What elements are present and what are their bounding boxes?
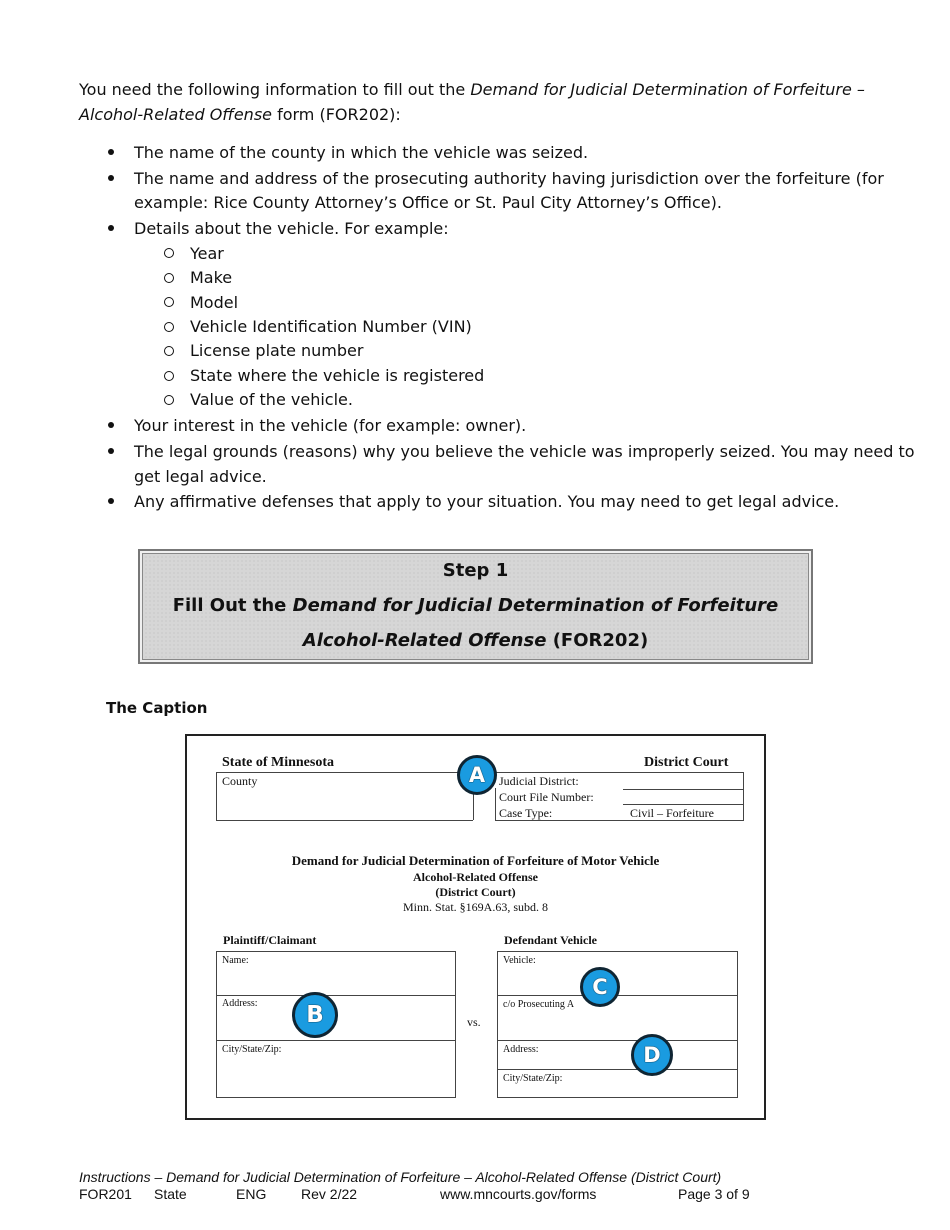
plaintiff-address-label: Address: — [222, 998, 258, 1009]
plaintiff-divider-2 — [216, 1040, 456, 1041]
circle-bullet-icon — [164, 322, 174, 332]
intro-form-title-cont: Alcohol-Related Offense — [79, 105, 272, 124]
court-label: District Court — [644, 755, 729, 770]
step-title-italic: Demand for Judicial Determination of For… — [292, 595, 779, 616]
circle-bullet-icon — [164, 346, 174, 356]
plaintiff-city-label: City/State/Zip: — [222, 1044, 282, 1055]
list-item: Your interest in the vehicle (for exampl… — [134, 416, 527, 435]
list-item: Any affirmative defenses that apply to y… — [134, 492, 840, 511]
county-box-right — [473, 772, 474, 820]
case-type-value: Civil – Forfeiture — [630, 806, 714, 820]
court-file-number-label: Court File Number: — [499, 790, 594, 804]
list-item: The legal grounds (reasons) why you beli… — [134, 442, 915, 461]
sub-list-item: State where the vehicle is registered — [190, 366, 485, 385]
defendant-vehicle-label: Vehicle: — [503, 955, 536, 966]
county-box-bottom — [216, 820, 473, 821]
district-box-top — [495, 772, 744, 773]
section-heading: The Caption — [106, 699, 208, 717]
step-banner: Step 1 Fill Out the Demand for Judicial … — [138, 549, 813, 664]
form-subtitle: Alcohol-Related Offense — [413, 870, 538, 884]
judicial-district-label: Judicial District: — [499, 774, 579, 788]
list-item: Details about the vehicle. For example: — [134, 219, 449, 238]
footer-url: www.mncourts.gov/forms — [440, 1186, 597, 1202]
plaintiff-heading: Plaintiff/Claimant — [223, 933, 317, 947]
bullet-dot — [108, 422, 114, 428]
form-court: (District Court) — [435, 885, 516, 899]
list-item: The name and address of the prosecuting … — [134, 169, 884, 188]
step-title-plain: Fill Out the — [172, 595, 293, 616]
district-box-bottom — [495, 820, 744, 821]
caption-form-image: State of Minnesota District Court County… — [185, 734, 766, 1120]
intro-prefix: You need the following information to fi… — [79, 80, 471, 99]
county-box-top — [216, 772, 473, 773]
plaintiff-box — [216, 951, 456, 1098]
defendant-heading: Defendant Vehicle — [504, 933, 597, 947]
callout-badge-c: C — [580, 967, 620, 1007]
versus-label: vs. — [467, 1015, 481, 1029]
footer-title: Instructions – Demand for Judicial Deter… — [79, 1169, 722, 1185]
form-statute: Minn. Stat. §169A.63, subd. 8 — [402, 900, 548, 914]
callout-badge-b: B — [292, 992, 338, 1038]
bullet-dot — [108, 225, 114, 231]
state-label: State of Minnesota — [222, 755, 334, 770]
step-title-italic-2: Alcohol-Related Offense — [302, 630, 547, 651]
sub-list-item: Vehicle Identification Number (VIN) — [190, 317, 472, 336]
defendant-address-label: Address: — [503, 1044, 539, 1055]
footer-form-code: FOR201 — [79, 1186, 132, 1202]
file-number-field-line — [623, 804, 743, 805]
footer-revision: Rev 2/22 — [301, 1186, 358, 1202]
circle-bullet-icon — [164, 371, 174, 381]
county-box-left — [216, 772, 217, 820]
bullet-dot — [108, 175, 114, 181]
intro-line-1: You need the following information to fi… — [79, 77, 869, 102]
intro-suffix: form (FOR202): — [272, 105, 401, 124]
defendant-city-label: City/State/Zip: — [503, 1073, 563, 1084]
plaintiff-divider-1 — [216, 995, 456, 996]
circle-bullet-icon — [164, 297, 174, 307]
sub-list-item: Model — [190, 293, 239, 312]
step-title-plain-2: (FOR202) — [546, 630, 649, 651]
bullet-dot — [108, 498, 114, 504]
footer-page-number: Page 3 of 9 — [678, 1186, 750, 1202]
intro-paragraph: You need the following information to fi… — [79, 77, 869, 127]
callout-badge-a: A — [457, 755, 497, 795]
form-title: Demand for Judicial Determination of For… — [291, 853, 660, 868]
step-title-line-1: Fill Out the Demand for Judicial Determi… — [140, 595, 811, 616]
sub-list-item: Make — [190, 268, 233, 287]
district-field-line — [623, 789, 743, 790]
list-item-continuation: get legal advice. — [134, 467, 267, 486]
callout-badge-d: D — [631, 1034, 673, 1076]
sub-list-item: Value of the vehicle. — [190, 390, 353, 409]
footer-language: ENG — [236, 1186, 267, 1202]
district-box-right — [743, 772, 744, 820]
list-item-continuation: example: Rice County Attorney’s Office o… — [134, 193, 722, 212]
circle-bullet-icon — [164, 273, 174, 283]
district-box-left — [495, 788, 496, 820]
step-number: Step 1 — [442, 560, 509, 581]
step-title-line-2: Alcohol-Related Offense (FOR202) — [140, 630, 811, 651]
circle-bullet-icon — [164, 395, 174, 405]
list-item: The name of the county in which the vehi… — [134, 143, 589, 162]
county-label: County — [222, 774, 258, 788]
intro-form-title: Demand for Judicial Determination of For… — [470, 80, 865, 99]
defendant-divider-3 — [497, 1069, 738, 1070]
footer-state: State — [154, 1186, 187, 1202]
plaintiff-name-label: Name: — [222, 955, 249, 966]
bullet-dot — [108, 149, 114, 155]
sub-list-item: Year — [190, 244, 224, 263]
defendant-prosecuting-label: c/o Prosecuting A — [503, 999, 575, 1010]
case-type-label: Case Type: — [499, 806, 553, 820]
defendant-divider-2 — [497, 1040, 738, 1041]
circle-bullet-icon — [164, 248, 174, 258]
defendant-box — [497, 951, 738, 1098]
bullet-dot — [108, 448, 114, 454]
sub-list-item: License plate number — [190, 341, 364, 360]
intro-line-2: Alcohol-Related Offense form (FOR202): — [79, 102, 869, 127]
